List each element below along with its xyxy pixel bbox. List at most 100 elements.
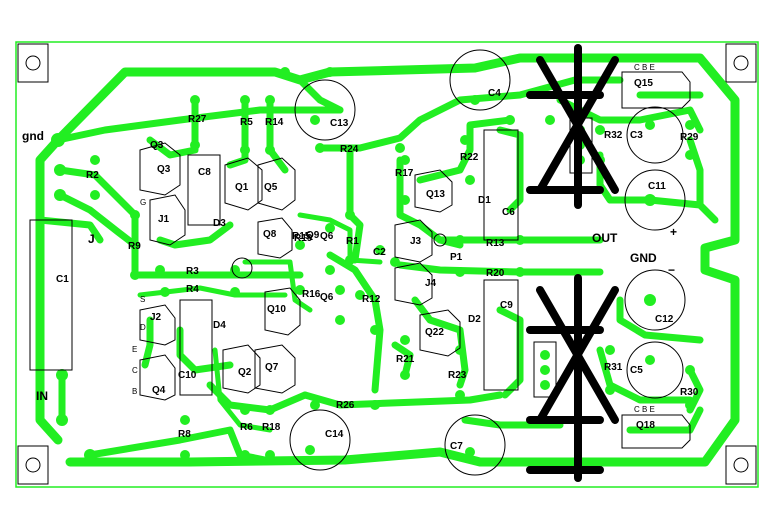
label-pin-b: B [132,387,137,396]
label-r24: R24 [340,144,359,155]
label-r12: R12 [362,294,381,305]
label-c2: C2 [373,247,386,258]
label-pins-q18: C B E [634,405,655,414]
c7-outline [444,414,506,476]
label-r31: R31 [604,362,623,373]
transistor-outlines [29,71,691,449]
label-r29: R29 [680,132,699,143]
label-r13: R13 [486,238,505,249]
label-r15: R15 [292,231,311,242]
label-in: IN [36,389,48,403]
label-pin-g: G [140,198,146,207]
label-r3: R3 [186,266,199,277]
label-c1: C1 [56,274,69,285]
board-outline [15,41,759,488]
label-q2: Q2 [238,367,252,378]
label-p1: P1 [450,252,463,263]
j2-outline [139,304,176,346]
label-r9: R9 [128,241,141,252]
label-j3: J3 [410,236,422,247]
label-r1: R1 [346,236,359,247]
label-c4: C4 [488,88,501,99]
label-pin-e: E [132,345,137,354]
label-r19: R19 [294,233,313,244]
label-q10: Q10 [267,304,286,315]
label-q6-top: Q6 [320,231,334,242]
label-r16: R16 [302,289,321,300]
q1-outline [224,157,263,211]
label-pins-q15: C B E [634,63,655,72]
p1-outline [433,233,447,247]
label-plus: + [670,225,677,239]
label-d1: D1 [478,195,491,206]
label-c8: C8 [198,167,211,178]
label-c11: C11 [648,181,666,192]
label-pin-s: S [140,295,145,304]
label-q1: Q1 [235,182,249,193]
label-q18: Q18 [636,420,655,431]
label-r27: R27 [188,114,207,125]
label-out: OUT [592,231,618,245]
label-r21: R21 [396,354,415,365]
label-r4: R4 [186,284,199,295]
label-minus: − [668,263,675,277]
j1-outline [149,194,186,246]
label-c9: C9 [500,300,513,311]
board-labels: gnd IN J OUT GND + − C1 C2 C3 C4 C5 C6 C… [22,63,699,452]
q18-outline [621,414,691,449]
label-d4: D4 [213,320,226,331]
q22-outline [419,309,461,357]
q10-outline [264,287,301,336]
label-q9: Q9 [306,230,320,241]
q15-outline [621,71,691,109]
label-q5: Q5 [264,182,278,193]
electrolytic-capacitors [231,49,686,476]
label-gnd-out: GND [630,251,657,265]
label-r30: R30 [680,387,699,398]
label-r20: R20 [486,268,505,279]
c13-outline [294,79,356,141]
label-r17: R17 [395,168,414,179]
label-q7: Q7 [265,362,279,373]
label-d2: D2 [468,314,481,325]
label-c10: C10 [178,370,197,381]
label-r22: R22 [460,152,479,163]
q13-outline [414,169,453,213]
label-q15: Q15 [634,78,653,89]
label-c13: C13 [330,118,349,129]
label-j4: J4 [425,278,437,289]
q7-outline [254,344,296,394]
label-r26: R26 [336,400,355,411]
j4-outline [394,262,433,306]
label-c12: C12 [655,314,674,325]
component-pads [51,67,695,461]
label-c7: C7 [450,441,463,452]
label-r8: R8 [178,429,191,440]
q3-outline [139,142,181,196]
label-j1: J1 [158,214,170,225]
label-j: J [88,232,95,246]
c8-body [187,154,221,226]
heatsink-marks [526,44,619,482]
label-r6: R6 [240,422,253,433]
c4-outline [449,49,511,111]
c14-outline [289,409,351,471]
label-c6: C6 [502,207,515,218]
label-pin-d: D [140,323,146,332]
label-q8: Q8 [263,229,277,240]
label-r32: R32 [604,130,623,141]
c12-outline [624,269,686,331]
label-d3: D3 [213,218,226,229]
c9-body [483,279,519,391]
label-q3-top: Q3 [150,140,164,151]
label-r14: R14 [265,117,284,128]
label-r23: R23 [448,370,467,381]
power-transistor-bottom [533,341,557,398]
c6-body [483,129,519,241]
label-q6: Q6 [320,292,334,303]
label-q3: Q3 [157,164,171,175]
label-c14: C14 [325,429,344,440]
label-q22: Q22 [425,327,444,338]
q5-outline [257,157,296,211]
